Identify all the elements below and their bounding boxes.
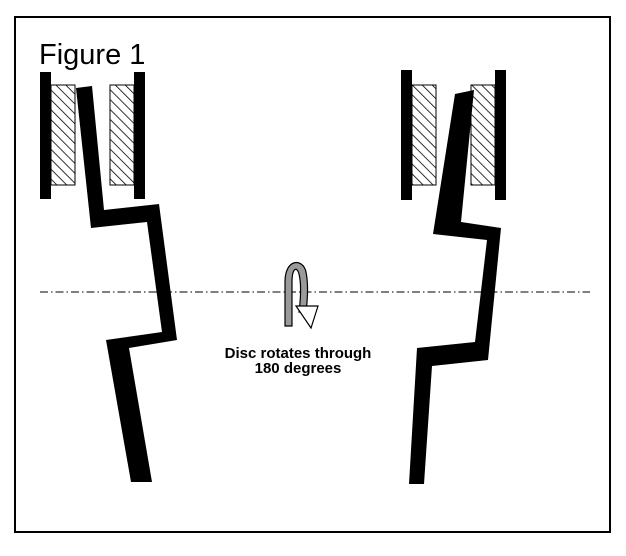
- left-outer-plate-right: [134, 72, 145, 199]
- rotation-arrow-head: [294, 305, 319, 330]
- right-assembly: [401, 70, 506, 484]
- left-friction-pad-left: [50, 84, 76, 186]
- left-assembly: [40, 72, 177, 482]
- figure-title: Figure 1: [39, 39, 145, 71]
- rotation-note-line1: Disc rotates through: [225, 345, 372, 362]
- rotation-arrow-icon: [284, 262, 319, 330]
- right-outer-plate-left: [401, 70, 412, 200]
- left-disc-profile: [76, 86, 177, 482]
- right-friction-pad-right: [470, 84, 496, 186]
- right-disc-profile: [409, 90, 501, 484]
- right-friction-pad-left: [411, 84, 437, 186]
- left-outer-plate-left: [40, 72, 51, 199]
- right-outer-plate-right: [495, 70, 506, 200]
- figure-frame: [14, 16, 611, 533]
- rotation-note-line2: 180 degrees: [255, 360, 342, 377]
- left-friction-pad-right: [109, 84, 135, 186]
